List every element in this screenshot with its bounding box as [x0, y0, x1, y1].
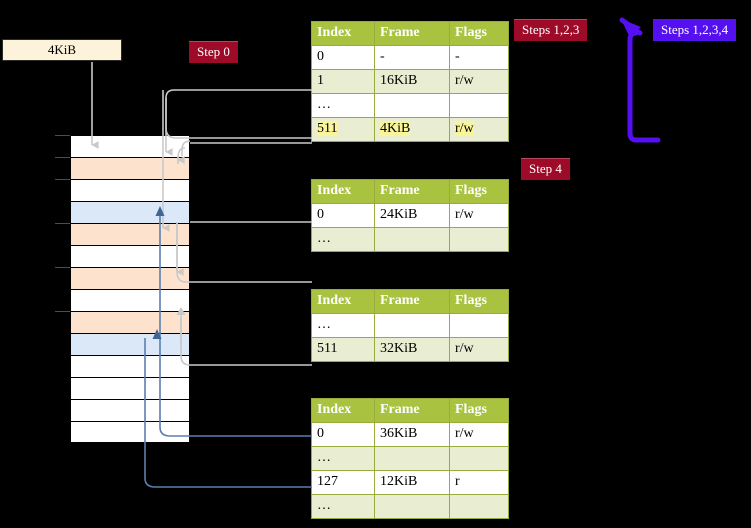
memory-frame-row	[70, 223, 190, 245]
memory-frame-row	[70, 201, 190, 223]
frame-tick-mark	[55, 311, 70, 312]
frame-tick-mark	[55, 223, 70, 224]
cell-flags: r	[449, 470, 509, 495]
column-header-flags: Flags	[449, 179, 509, 204]
cell-frame	[374, 313, 450, 338]
memory-frame-row	[70, 333, 190, 355]
cell-flags	[449, 227, 509, 252]
column-header-index: Index	[311, 398, 375, 423]
table-row: …	[311, 93, 509, 118]
memory-frame-row	[70, 135, 190, 157]
column-header-frame: Frame	[374, 289, 450, 314]
cell-flags	[449, 446, 509, 471]
cell-index: …	[311, 93, 375, 118]
cell-frame: 36KiB	[374, 422, 450, 447]
physical-memory-frames	[55, 135, 190, 443]
cell-flags: r/w	[449, 337, 509, 362]
column-header-flags: Flags	[449, 21, 509, 46]
wire-pd-511-in	[180, 322, 312, 366]
cell-flags: -	[449, 45, 509, 70]
frame-tick-mark	[55, 179, 70, 180]
cell-frame: 4KiB	[374, 117, 450, 142]
cell-flags: r/w	[449, 422, 509, 447]
memory-frame-row	[70, 355, 190, 377]
column-header-index: Index	[311, 21, 375, 46]
table-row: …	[311, 446, 509, 471]
cell-frame: 24KiB	[374, 203, 450, 228]
column-header-frame: Frame	[374, 398, 450, 423]
table-row: …	[311, 227, 509, 252]
memory-frame-row	[70, 245, 190, 267]
cell-index: …	[311, 313, 375, 338]
cell-flags: r/w	[449, 203, 509, 228]
cell-flags	[449, 313, 509, 338]
cell-frame	[374, 446, 450, 471]
memory-frame-row	[70, 289, 190, 311]
cell-frame	[374, 227, 450, 252]
memory-frame-row	[70, 311, 190, 333]
wire-pd-in	[176, 222, 312, 283]
step-0-badge: Step 0	[189, 41, 238, 63]
cell-frame: 32KiB	[374, 337, 450, 362]
column-header-index: Index	[311, 289, 375, 314]
cell-index: 0	[311, 422, 375, 447]
virtual-page-box: 4KiB	[2, 39, 122, 61]
column-header-index: Index	[311, 179, 375, 204]
table-row: 0--	[311, 45, 509, 70]
cell-frame	[374, 494, 450, 519]
memory-frame-row	[70, 157, 190, 179]
cell-index: 0	[311, 45, 375, 70]
cell-index: 511	[311, 337, 375, 362]
cell-index: 127	[311, 470, 375, 495]
column-header-flags: Flags	[449, 398, 509, 423]
cell-frame: -	[374, 45, 450, 70]
memory-frame-row	[70, 421, 190, 443]
frame-tick-mark	[55, 135, 70, 136]
cell-index: …	[311, 494, 375, 519]
step-4-badge: Step 4	[521, 158, 570, 180]
cell-frame	[374, 93, 450, 118]
column-header-frame: Frame	[374, 179, 450, 204]
table-row: …	[311, 494, 509, 519]
cell-flags	[449, 93, 509, 118]
cell-frame: 16KiB	[374, 69, 450, 94]
steps-123-badge: Steps 1,2,3	[514, 19, 588, 41]
steps-1234-badge: Steps 1,2,3,4	[653, 19, 737, 41]
cell-index: …	[311, 446, 375, 471]
wire-pml4-511-in	[165, 89, 312, 139]
memory-frame-row	[70, 179, 190, 201]
cell-index: …	[311, 227, 375, 252]
column-header-frame: Frame	[374, 21, 450, 46]
memory-frame-row	[70, 377, 190, 399]
frame-tick-mark	[55, 267, 70, 268]
cell-index: 1	[311, 69, 375, 94]
memory-frame-row	[70, 267, 190, 289]
table-row: …	[311, 313, 509, 338]
cell-index: 0	[311, 203, 375, 228]
bracket-arrow-up-left-icon	[627, 30, 661, 143]
cell-flags: r/w	[449, 117, 509, 142]
memory-frame-row	[70, 399, 190, 421]
cell-frame: 12KiB	[374, 470, 450, 495]
column-header-flags: Flags	[449, 289, 509, 314]
cell-flags: r/w	[449, 69, 509, 94]
cell-index: 511	[311, 117, 375, 142]
cell-flags	[449, 494, 509, 519]
frame-tick-mark	[55, 157, 70, 158]
